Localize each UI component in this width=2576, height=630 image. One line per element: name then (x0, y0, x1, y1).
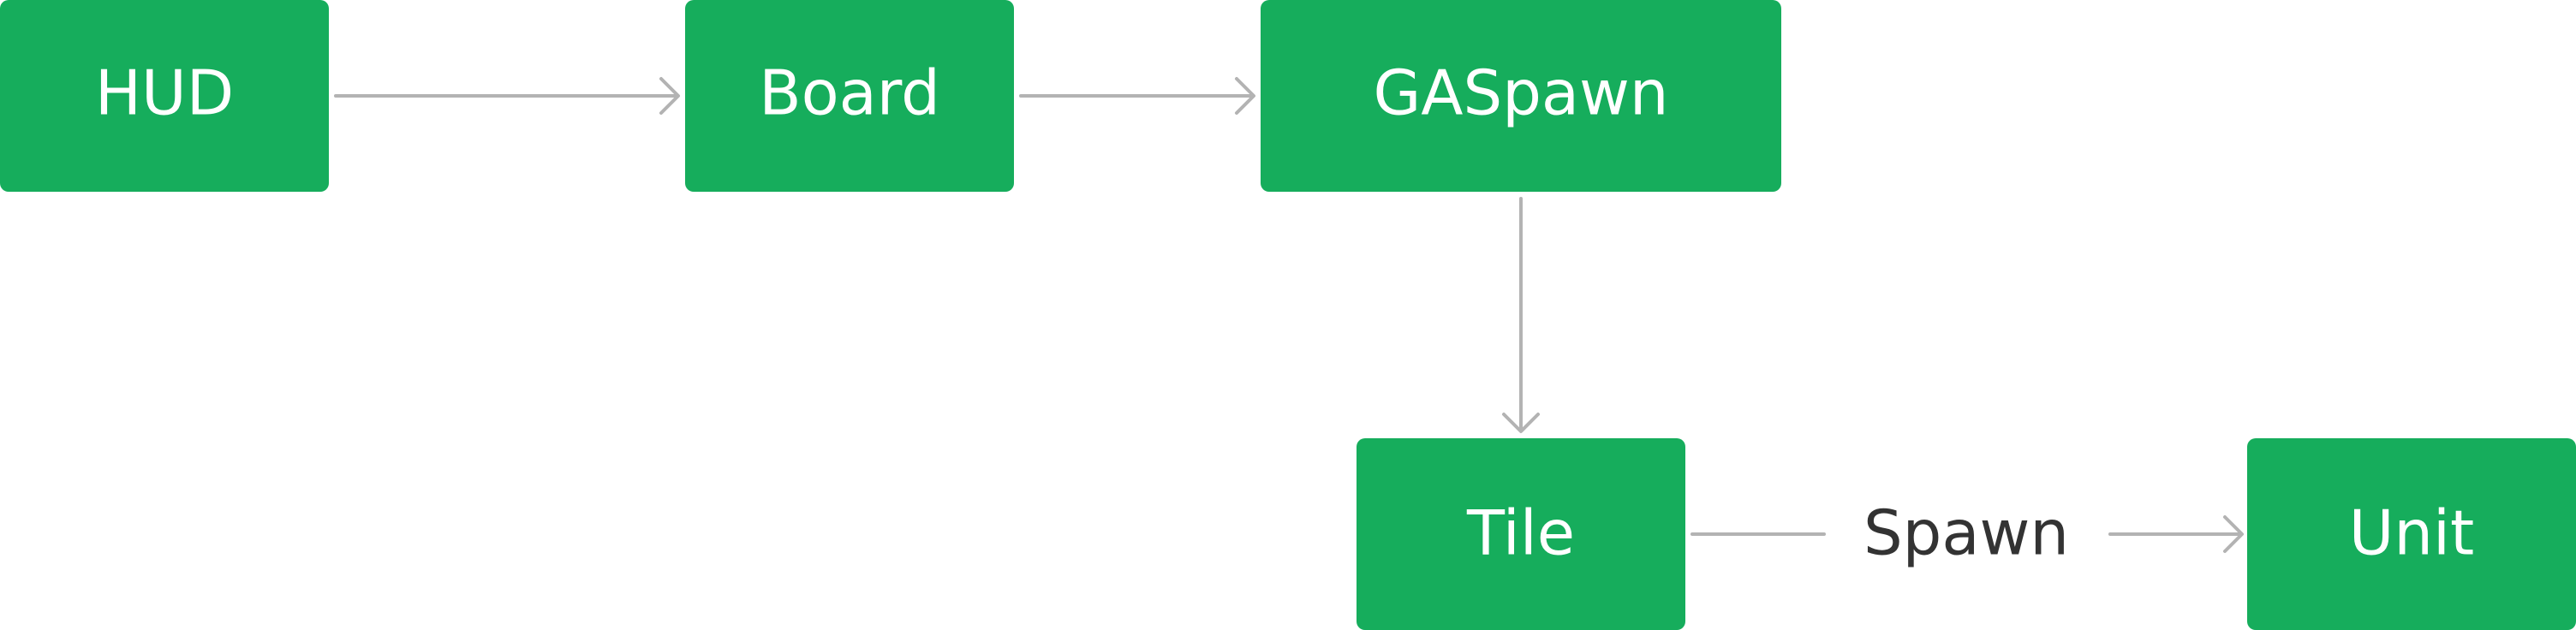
node-unit[interactable]: Unit (2247, 438, 2576, 630)
node-tile-label: Tile (1466, 497, 1575, 569)
edge-hud-to-board (334, 77, 680, 115)
node-unit-box (2247, 438, 2576, 630)
node-gaspawn-label: GASpawn (1373, 57, 1668, 129)
node-tile[interactable]: Tile (1357, 438, 1685, 630)
node-hud-label: HUD (95, 57, 234, 129)
node-board-label: Board (759, 57, 940, 129)
edge-hud-board-arrowhead (659, 77, 680, 115)
node-tile-box (1357, 438, 1685, 630)
edge-board-to-gaspawn (1019, 77, 1255, 115)
node-gaspawn-box (1261, 0, 1781, 192)
edge-gaspawn-to-tile (1502, 197, 1540, 433)
node-gaspawn[interactable]: GASpawn (1261, 0, 1781, 192)
edge-label-spawn: Spawn (1863, 497, 2069, 569)
node-board-box (685, 0, 1014, 192)
node-unit-label: Unit (2349, 497, 2475, 569)
edge-tile-to-unit: Spawn (1690, 497, 2244, 569)
node-hud-box (0, 0, 329, 192)
edge-board-gaspawn-arrowhead (1235, 77, 1255, 115)
node-board[interactable]: Board (685, 0, 1014, 192)
node-hud[interactable]: HUD (0, 0, 329, 192)
edge-gaspawn-tile-arrowhead (1502, 413, 1540, 433)
edge-tile-unit-arrowhead (2223, 515, 2244, 553)
